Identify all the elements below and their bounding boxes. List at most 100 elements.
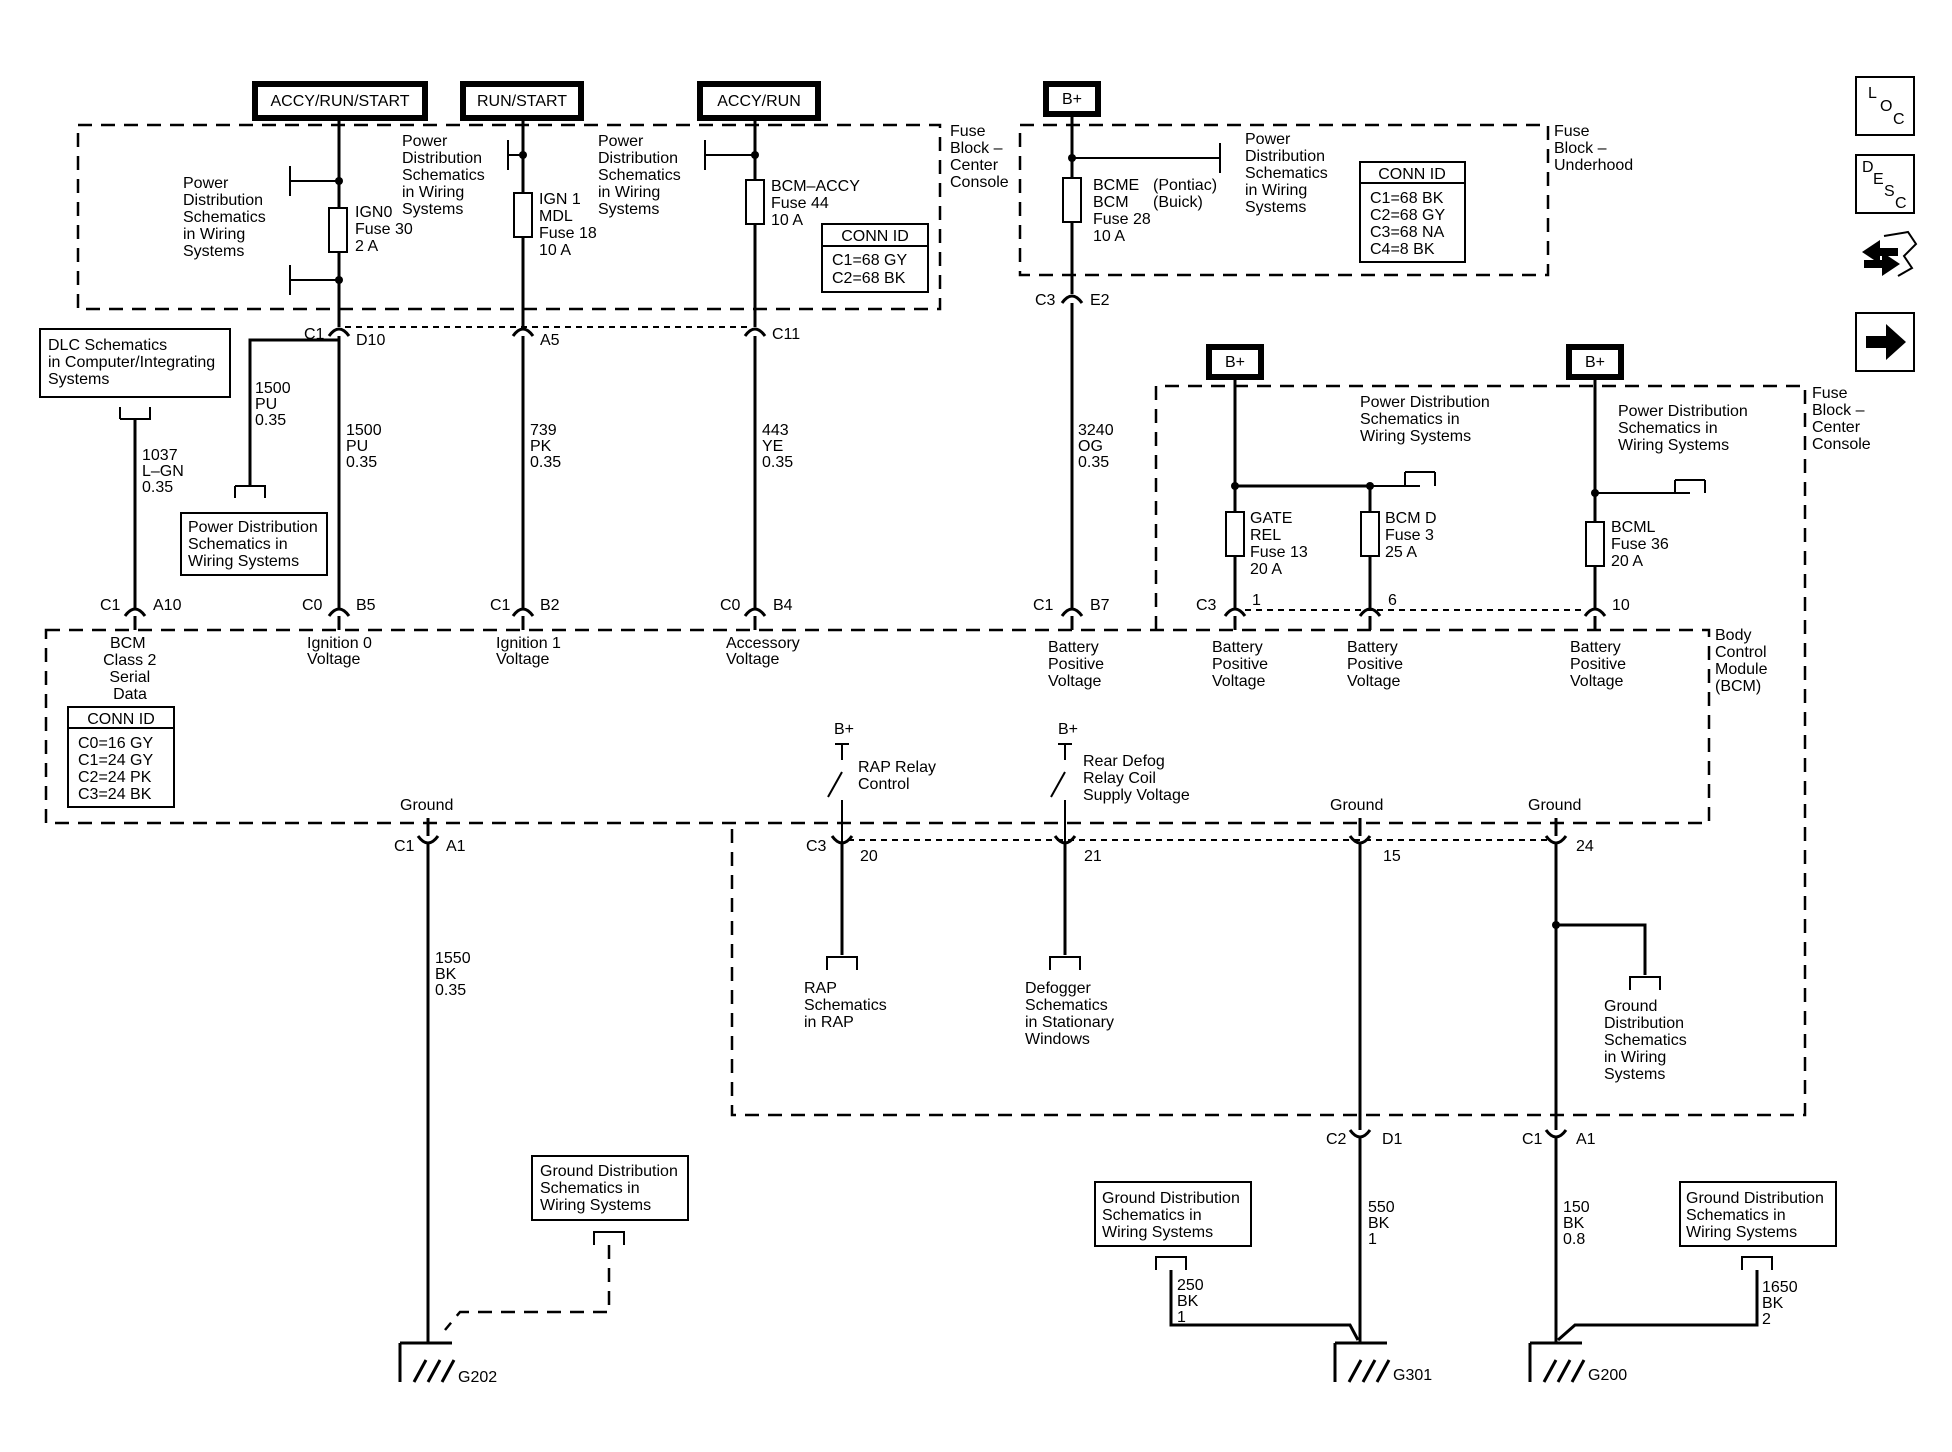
conn-label-21: 21 [1084, 848, 1102, 865]
connector-c0-b5 [327, 607, 351, 617]
rap-relay-control-switch: B+ RAP Relay Control [827, 721, 936, 870]
fuse-block-center-right-label: Fuse Block – Center Console [1812, 385, 1871, 453]
connector-c3-6 [1358, 607, 1382, 617]
svg-text:C1=24 GY: C1=24 GY [78, 752, 153, 769]
connector-c2-d1 [1348, 1129, 1372, 1139]
svg-text:Wiring Systems: Wiring Systems [1102, 1224, 1213, 1241]
power-source-b-plus-right1: B+ [1206, 344, 1264, 380]
rear-defog-label: Rear Defog Relay Coil Supply Voltage [1083, 753, 1190, 804]
wire-1500-label: 1500 PU 0.35 [346, 422, 386, 471]
conn-label-10: 10 [1612, 597, 1630, 614]
svg-text:B+: B+ [834, 721, 854, 738]
conn-label-c11: C11 [772, 326, 800, 343]
pds-ref-ign0-top [289, 166, 339, 196]
connector-c3-24 [1544, 835, 1568, 845]
svg-text:B+: B+ [1225, 354, 1245, 371]
conn-label-c0a: C0 [302, 597, 323, 614]
svg-text:Ground Distribution: Ground Distribution [540, 1163, 678, 1180]
wire-1037-label: 1037 L–GN 0.35 [142, 447, 188, 496]
pds-ref-bcme-label: Power Distribution Schematics in Wiring … [1245, 131, 1332, 216]
conn-label-c3: C3 [1035, 292, 1056, 309]
bcm-ground-label-3: Ground [1528, 797, 1581, 814]
svg-text:Schematics in: Schematics in [188, 536, 288, 553]
pds-ref-ign0-bottom [289, 265, 339, 295]
power-source-b-plus-right2: B+ [1566, 344, 1624, 380]
ground-g200-label: G200 [1588, 1367, 1627, 1384]
svg-text:RUN/START: RUN/START [477, 93, 567, 110]
fuse-bcm-accy-label: BCM–ACCY Fuse 44 10 A [771, 178, 864, 229]
svg-text:C3=68 NA: C3=68 NA [1370, 224, 1445, 241]
svg-text:C3=24 BK: C3=24 BK [78, 786, 152, 803]
bcm-ign1-voltage-label: Ignition 1 Voltage [496, 635, 565, 668]
bcm-ground-label-1: Ground [400, 797, 453, 814]
connector-view-icon[interactable] [1862, 230, 1918, 277]
fuse-bcm-d [1360, 511, 1380, 557]
conn-label-15: 15 [1383, 848, 1401, 865]
svg-text:C2=68 BK: C2=68 BK [832, 270, 906, 287]
wire-1650-label: 1650 BK 2 [1762, 1279, 1802, 1328]
ground-g202-label: G202 [458, 1369, 497, 1386]
fuse-ign0-label: IGN0 Fuse 30 2 A [355, 204, 417, 255]
svg-text:C2=24 PK: C2=24 PK [78, 769, 152, 786]
fuse-ign0 [328, 207, 348, 253]
conn-label-d10: D10 [356, 332, 385, 349]
pds-ref-accy [704, 140, 755, 170]
fuse-gate-rel-label: GATE REL Fuse 13 20 A [1250, 510, 1312, 578]
svg-text:Schematics in: Schematics in [1686, 1207, 1786, 1224]
svg-text:C: C [1895, 195, 1907, 212]
svg-text:CONN ID: CONN ID [841, 228, 909, 245]
conn-label-c0b: C0 [720, 597, 741, 614]
connector-c1-a1b [1544, 1129, 1568, 1139]
bcm-ign0-voltage-label: Ignition 0 Voltage [307, 635, 376, 668]
bcm-accy-voltage-label: Accessory Voltage [726, 635, 804, 668]
bcm-batt-voltage-label-4: Battery Positive Voltage [1570, 639, 1630, 690]
svg-text:Wiring Systems: Wiring Systems [188, 553, 299, 570]
conn-label-b2: B2 [540, 597, 560, 614]
fuse-bcm-accy [745, 179, 765, 225]
wire-1550-label: 1550 BK 0.35 [435, 950, 475, 999]
gds-box-g202: Ground Distribution Schematics in Wiring… [531, 1155, 689, 1221]
svg-text:CONN ID: CONN ID [87, 711, 155, 728]
conn-label-c1d: C1 [1033, 597, 1054, 614]
bcm-batt-voltage-label-1: Battery Positive Voltage [1048, 639, 1108, 690]
power-source-b-plus-underhood: B+ [1043, 81, 1101, 117]
svg-text:CONN ID: CONN ID [1378, 166, 1446, 183]
fuse-bcml [1585, 521, 1605, 567]
fuse-bcm-d-label: BCM D Fuse 3 25 A [1385, 510, 1441, 561]
svg-text:Wiring Systems: Wiring Systems [540, 1197, 651, 1214]
svg-text:ACCY/RUN/START: ACCY/RUN/START [271, 93, 410, 110]
wire-1650 [1557, 1270, 1759, 1342]
description-button[interactable]: D E S C [1855, 154, 1915, 214]
svg-text:in Computer/Integrating: in Computer/Integrating [48, 354, 215, 371]
next-arrow-button[interactable] [1855, 312, 1915, 372]
conn-label-6: 6 [1388, 592, 1397, 609]
wire-150-label: 150 BK 0.8 [1563, 1199, 1594, 1248]
conn-label-c1c: C1 [490, 597, 511, 614]
connector-c11 [743, 327, 767, 337]
svg-text:Schematics in: Schematics in [540, 1180, 640, 1197]
fuse-block-center-label: Fuse Block – Center Console [950, 123, 1009, 191]
connector-c3-10 [1583, 607, 1607, 617]
svg-text:DLC Schematics: DLC Schematics [48, 337, 167, 354]
pds-ref-ign1 [507, 140, 523, 170]
conn-label-c3b: C3 [1196, 597, 1217, 614]
svg-text:Wiring Systems: Wiring Systems [1686, 1224, 1797, 1241]
svg-text:Systems: Systems [48, 371, 109, 388]
rap-schematics-label: RAP Schematics in RAP [804, 980, 891, 1031]
wire-250 [1169, 1270, 1360, 1341]
connector-c1-a10 [123, 607, 147, 617]
fuse-gate-rel [1225, 511, 1245, 557]
location-button[interactable]: L O C [1855, 76, 1915, 136]
bcm-batt-voltage-label-3: Battery Positive Voltage [1347, 639, 1407, 690]
svg-text:C1=68 GY: C1=68 GY [832, 252, 907, 269]
dlc-schematics-box: DLC Schematics in Computer/Integrating S… [39, 328, 231, 398]
wire-739-label: 739 PK 0.35 [530, 422, 561, 471]
conn-label-b5: B5 [356, 597, 376, 614]
connector-c0-b4 [743, 607, 767, 617]
bcm-batt-voltage-label-2: Battery Positive Voltage [1212, 639, 1272, 690]
conn-label-c2: C2 [1326, 1131, 1347, 1148]
conn-id-underhood: CONN ID C1=68 BK C2=68 GY C3=68 NA C4=8 … [1359, 161, 1466, 263]
gds-box-g200: Ground Distribution Schematics in Wiring… [1679, 1181, 1837, 1247]
conn-label-a5: A5 [540, 332, 560, 349]
